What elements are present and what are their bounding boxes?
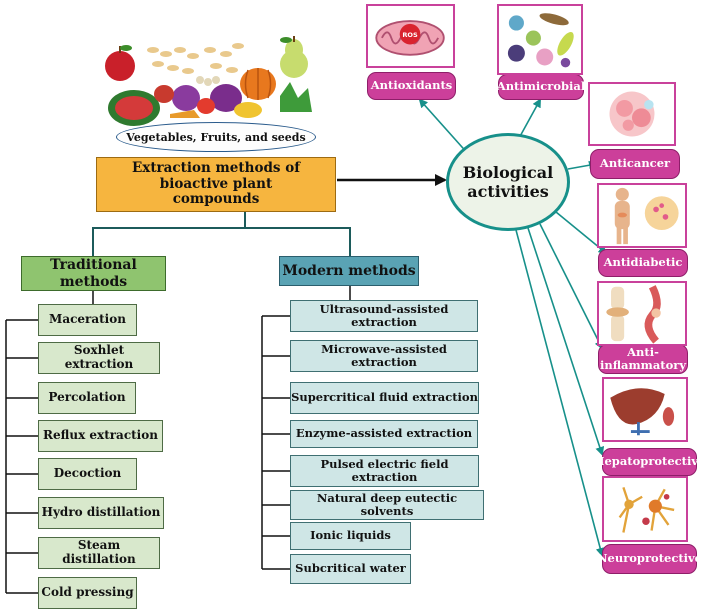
arrow-neuroprotective — [515, 229, 605, 557]
activity-antidiabetic: Antidiabetic — [598, 249, 688, 277]
biological-activities-circle: Biological activities — [446, 133, 570, 231]
modern-methods-header: Modern methods — [279, 256, 419, 286]
main-title-box: Extraction methods of bioactive plant co… — [96, 157, 336, 212]
modern-method-ionic-liquids: Ionic liquids — [290, 522, 411, 550]
modern-method-subcritical-water: Subcritical water — [290, 554, 411, 584]
modern-method-ultrasound-assisted-extraction: Ultrasound-assisted extraction — [290, 300, 478, 332]
activity-anticancer: Anticancer — [590, 149, 680, 179]
ros-label: ROS — [402, 31, 418, 39]
main-to-groups-connector — [92, 212, 351, 256]
activity-anti-inflammatory: Anti-inflammatory — [598, 344, 688, 374]
source-label: Vegetables, Fruits, and seeds — [116, 122, 316, 152]
mitochondria-icon: ROS — [366, 4, 455, 68]
arrow-antioxidants — [418, 98, 471, 157]
neuron-icon — [602, 476, 688, 542]
traditional-method-cold-pressing: Cold pressing — [38, 577, 137, 609]
pancreas-icon — [597, 183, 687, 248]
liver-icon — [602, 377, 688, 442]
knee-joint-icon — [597, 281, 687, 346]
modern-method-supercritical-fluid-extraction: Supercritical fluid extraction — [290, 382, 479, 414]
cancer-cell-icon — [588, 82, 676, 146]
traditional-method-maceration: Maceration — [38, 304, 137, 336]
modern-method-pulsed-electric-field-extraction: Pulsed electric field extraction — [290, 455, 479, 487]
arrow-antiinflammatory — [539, 223, 603, 350]
microbes-icon — [497, 4, 583, 75]
modern-method-microwave-assisted-extraction: Microwave-assisted extraction — [290, 340, 478, 372]
modern-method-natural-deep-eutectic-solvents: Natural deep eutectic solvents — [290, 490, 484, 520]
activity-antioxidants: Antioxidants — [367, 72, 456, 100]
traditional-method-reflux-extraction: Reflux extraction — [38, 420, 163, 452]
traditional-tree-connector — [5, 291, 94, 594]
activity-hepatoprotective: Hepatoprotective — [594, 448, 705, 476]
fruit-vegetable-pile-icon — [98, 36, 318, 128]
modern-method-enzyme-assisted-extraction: Enzyme-assisted extraction — [290, 420, 478, 448]
traditional-methods-header: Traditional methods — [21, 256, 166, 291]
traditional-method-soxhlet-extraction: Soxhlet extraction — [38, 342, 160, 374]
activity-antimicrobial: Antimicrobial — [497, 74, 585, 100]
arrow-hepatoprotective — [527, 227, 605, 456]
modern-tree-connector — [261, 286, 351, 570]
traditional-method-hydro-distillation: Hydro distillation — [38, 497, 164, 529]
activity-neuroprotective: Neuroprotective — [597, 544, 702, 574]
traditional-method-percolation: Percolation — [38, 382, 136, 414]
traditional-method-decoction: Decoction — [38, 458, 137, 490]
traditional-method-steam-distillation: Steam distillation — [38, 537, 160, 569]
